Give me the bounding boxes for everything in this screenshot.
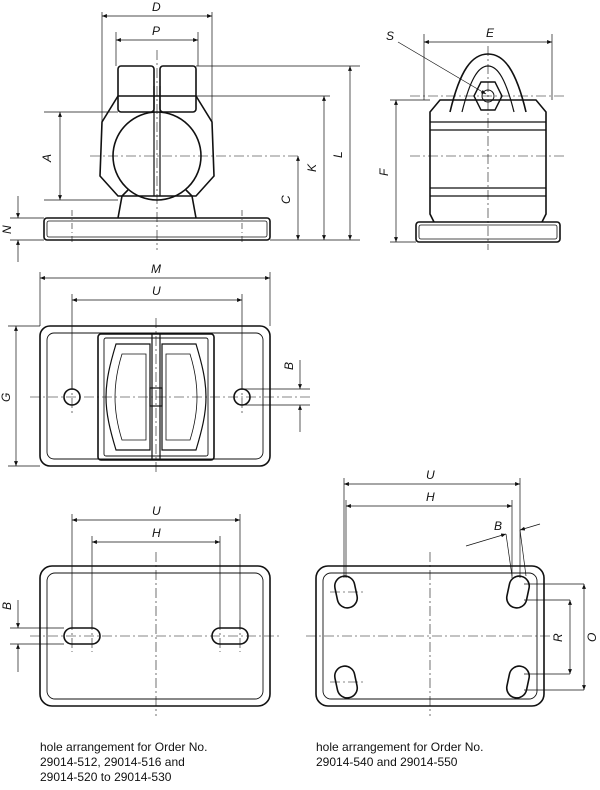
front-centerlines [90, 50, 300, 250]
label-A: A [40, 154, 54, 163]
top-roller-right [161, 343, 207, 451]
label-G: G [0, 393, 13, 402]
label-C: C [279, 195, 293, 204]
label-E: E [486, 26, 495, 40]
caption-right: hole arrangement for Order No. 29014-540… [316, 740, 576, 770]
top-dimensions [8, 272, 310, 467]
label-B-left: B [0, 602, 14, 610]
top-roller-left [105, 343, 151, 451]
front-right-leg [185, 189, 197, 219]
label-U-top: U [152, 284, 161, 298]
label-F: F [377, 168, 391, 176]
slot-hole-top-left [333, 575, 359, 609]
hole-left-dimensions [10, 514, 241, 672]
label-S: S [386, 29, 394, 43]
label-M: M [151, 262, 161, 276]
label-R: R [551, 633, 565, 642]
caption-left: hole arrangement for Order No. 29014-512… [40, 740, 300, 785]
label-U-left: U [152, 504, 161, 518]
top-base-outer [39, 325, 271, 467]
slot-hole-top-right [505, 575, 531, 609]
caption-right-line-2: 29014-540 and 29014-550 [316, 755, 458, 769]
label-P: P [152, 24, 160, 38]
slot-hole-bottom-left [333, 665, 359, 699]
slot-hole-bottom-right [505, 665, 531, 699]
front-left-lug [117, 65, 155, 113]
label-D: D [152, 0, 161, 14]
front-dimensions [10, 12, 360, 262]
label-H-left: H [152, 526, 161, 540]
label-N: N [0, 225, 14, 234]
front-left-leg [117, 189, 129, 219]
hole-left-centerlines [30, 552, 280, 716]
side-dimensions [390, 34, 553, 243]
front-housing [99, 95, 215, 197]
hole-right-centerlines [306, 552, 554, 716]
caption-left-line-2: 29014-512, 29014-516 and [40, 755, 185, 769]
hole-right-dimensions [343, 478, 586, 691]
front-right-lug [159, 65, 197, 113]
technical-drawing: D P A C K L N E S F [0, 0, 599, 716]
caption-right-line-1: hole arrangement for Order No. [316, 740, 484, 754]
label-O: O [585, 633, 599, 642]
label-B-top: B [282, 362, 296, 370]
top-base-inner [46, 332, 264, 460]
caption-left-line-1: hole arrangement for Order No. [40, 740, 208, 754]
caption-left-line-3: 29014-520 to 29014-530 [40, 770, 172, 784]
label-U-right: U [426, 468, 435, 482]
top-view [39, 325, 271, 467]
label-L: L [331, 151, 345, 158]
slot-hole-left [63, 627, 101, 645]
plate-left-inner [46, 572, 264, 700]
label-K: K [305, 163, 319, 172]
label-B-right: B [494, 519, 502, 533]
label-H-right: H [426, 490, 435, 504]
side-centerlines [410, 46, 566, 250]
